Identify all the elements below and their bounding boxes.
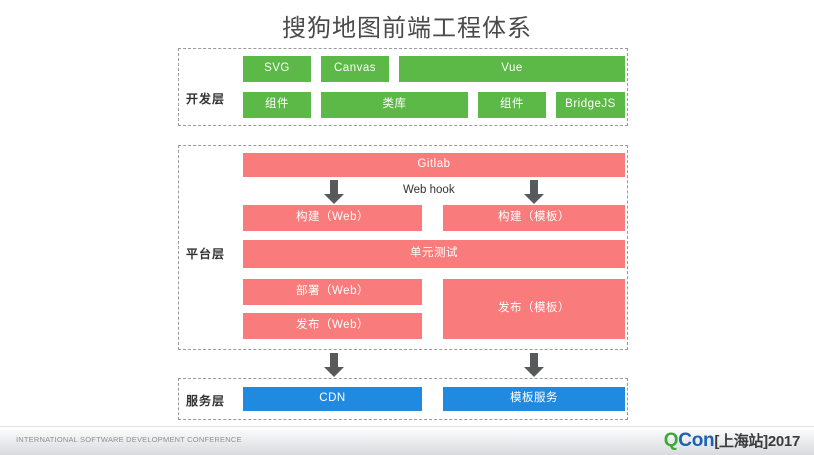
footer-tagline: INTERNATIONAL SOFTWARE DEVELOPMENT CONFE… (16, 435, 242, 444)
qcon-logo-year: 2017 (767, 433, 800, 450)
node-gitlab[interactable]: Gitlab (243, 153, 625, 177)
page-title: 搜狗地图前端工程体系 (282, 15, 532, 42)
arrow-platform-to-cdn (324, 353, 344, 377)
arrow-platform-to-template-service (524, 353, 544, 377)
layer-label-dev: 开发层 (186, 92, 226, 106)
layer-label-service: 服务层 (186, 394, 226, 408)
annotation-web-hook: Web hook (403, 184, 455, 196)
node-cdn[interactable]: CDN (243, 387, 422, 411)
qcon-logo-con: Con (678, 430, 715, 451)
node-component-2[interactable]: 组件 (478, 92, 546, 118)
layer-label-platform: 平台层 (186, 247, 226, 261)
node-unit-test[interactable]: 单元测试 (243, 240, 625, 268)
qcon-logo-q: Q (663, 430, 679, 451)
node-vue[interactable]: Vue (399, 56, 625, 82)
node-template-service[interactable]: 模板服务 (443, 387, 625, 411)
architecture-diagram: 开发层 SVG Canvas Vue 组件 类库 组件 BridgeJS 平台层… (178, 48, 628, 420)
node-build-template[interactable]: 构建（模板） (443, 205, 625, 231)
node-component-1[interactable]: 组件 (243, 92, 311, 118)
qcon-logo: QCon[上海站]2017 (663, 430, 801, 452)
footer-bar: INTERNATIONAL SOFTWARE DEVELOPMENT CONFE… (0, 426, 814, 455)
layer-container-platform (178, 145, 628, 350)
layer-container-service (178, 378, 628, 420)
node-bridgejs[interactable]: BridgeJS (556, 92, 625, 118)
node-library[interactable]: 类库 (321, 92, 468, 118)
node-canvas[interactable]: Canvas (321, 56, 389, 82)
arrow-gitlab-to-build-web (324, 180, 344, 204)
qcon-logo-city: [上海站] (714, 433, 768, 450)
layer-container-dev (178, 48, 628, 126)
node-build-web[interactable]: 构建（Web） (243, 205, 422, 231)
node-deploy-web[interactable]: 部署（Web） (243, 279, 422, 305)
node-release-template[interactable]: 发布（模板） (443, 279, 625, 339)
node-release-web[interactable]: 发布（Web） (243, 313, 422, 339)
arrow-gitlab-to-build-template (524, 180, 544, 204)
node-svg[interactable]: SVG (243, 56, 311, 82)
